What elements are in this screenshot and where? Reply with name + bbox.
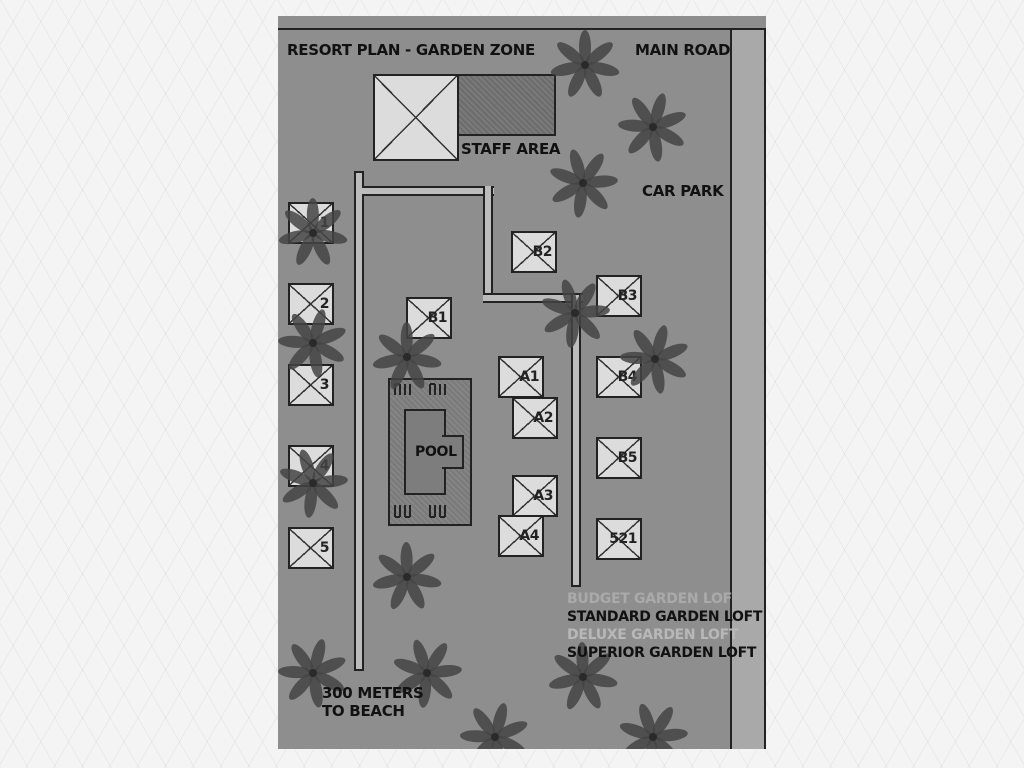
villa-a2[interactable]: A2	[512, 397, 558, 439]
villa-label: B5	[617, 450, 638, 466]
villa-label: B1	[427, 310, 448, 326]
villa-label: 521	[609, 531, 637, 547]
villa-label: 5	[319, 540, 330, 556]
pool-step	[442, 435, 464, 469]
villa-5[interactable]: 5	[288, 527, 334, 569]
main-road-strip	[730, 28, 766, 749]
legend-budget: BUDGET GARDEN LOFT	[567, 591, 742, 607]
north-path	[362, 186, 494, 196]
villa-a3[interactable]: A3	[512, 475, 558, 517]
connector-path	[483, 186, 493, 303]
palm-tree-icon	[278, 198, 348, 265]
palm-tree-icon	[550, 149, 618, 218]
east-link-path	[483, 293, 583, 303]
villa-b2[interactable]: B2	[511, 231, 557, 273]
staff-area-label: STAFF AREA	[461, 140, 561, 158]
palm-tree-icon	[280, 449, 348, 518]
legend-standard: STANDARD GARDEN LOFT	[567, 609, 763, 625]
pool	[404, 409, 446, 495]
villa-label: A2	[533, 410, 553, 426]
sun-loungers-bottom	[394, 505, 446, 518]
villa-label: B3	[617, 288, 638, 304]
top-boundary	[278, 28, 766, 30]
legend-superior: SUPERIOR GARDEN LOFT	[567, 645, 757, 661]
beach-distance-line2: TO BEACH	[322, 702, 405, 720]
palm-tree-icon	[618, 93, 686, 162]
villa-521[interactable]: 521	[596, 518, 642, 560]
map-title: RESORT PLAN - GARDEN ZONE	[287, 41, 535, 59]
villa-label: 2	[319, 296, 330, 312]
villa-label: 3	[319, 377, 330, 393]
villa-label: A4	[519, 528, 539, 544]
resort-map: 1 2 3 4 5 B1 B2 B3 B4 B5 521 A1 A2 A3 A4…	[278, 16, 766, 749]
palm-tree-icon	[542, 279, 610, 348]
beach-distance-line1: 300 METERS	[322, 684, 424, 702]
palm-tree-icon	[278, 309, 346, 378]
palm-tree-icon	[372, 322, 442, 389]
villa-b1[interactable]: B1	[406, 297, 452, 339]
villa-label: A3	[533, 488, 553, 504]
villa-a4[interactable]: A4	[498, 515, 544, 557]
villa-a1[interactable]: A1	[498, 356, 544, 398]
palm-tree-icon	[393, 639, 462, 708]
villa-3[interactable]: 3	[288, 364, 334, 406]
car-park-label: CAR PARK	[642, 182, 724, 200]
palm-tree-icon	[619, 703, 688, 749]
staff-building	[373, 74, 459, 161]
west-path	[354, 171, 364, 671]
legend-deluxe: DELUXE GARDEN LOFT	[567, 627, 739, 643]
pool-label: POOL	[415, 444, 457, 460]
palm-tree-icon	[372, 542, 442, 610]
east-path	[571, 293, 581, 587]
villa-b5[interactable]: B5	[596, 437, 642, 479]
staff-area-zone	[457, 74, 556, 136]
palm-tree-icon	[278, 639, 346, 708]
palm-tree-icon	[549, 642, 618, 710]
main-road-label: MAIN ROAD	[635, 41, 731, 59]
palm-tree-icon	[550, 30, 620, 97]
villa-label: A1	[519, 369, 539, 385]
palm-tree-icon	[620, 325, 688, 394]
palm-tree-icon	[460, 703, 528, 749]
villa-label: B2	[532, 244, 553, 260]
